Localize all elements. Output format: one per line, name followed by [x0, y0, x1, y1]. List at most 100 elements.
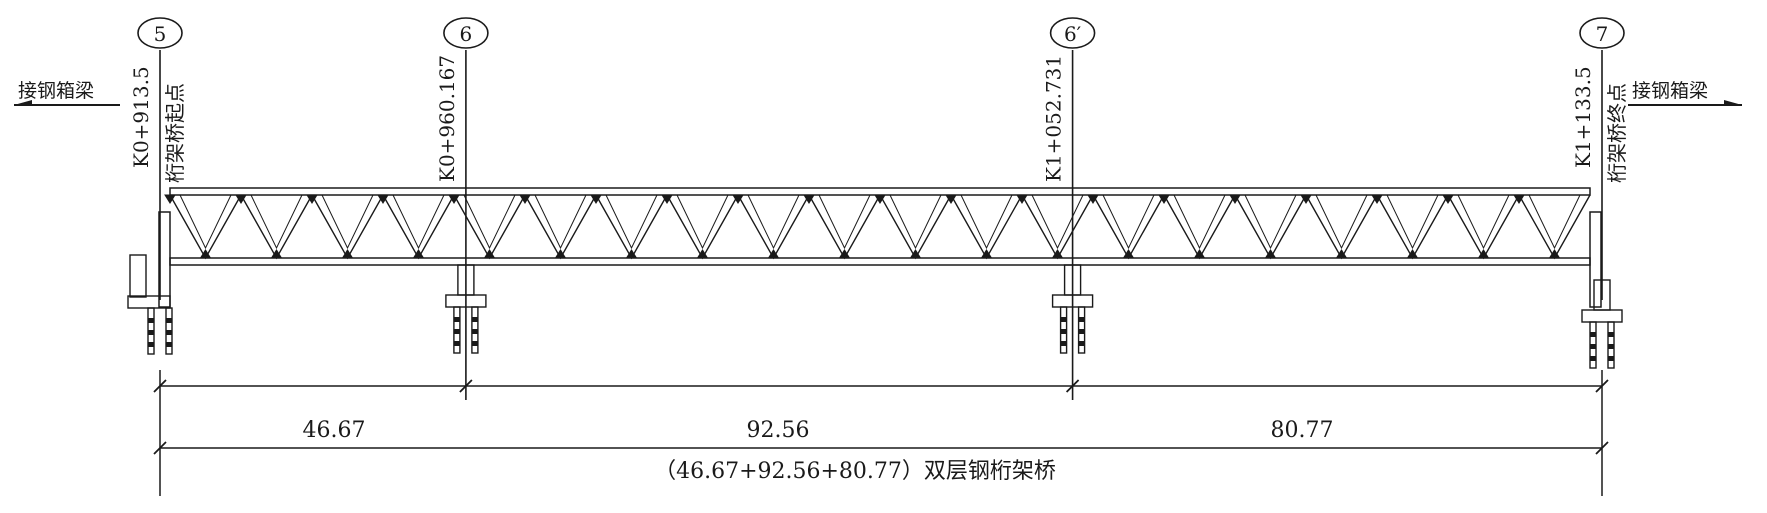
truss-node [1158, 194, 1170, 204]
truss-node [661, 194, 673, 204]
axis-number: 6 [460, 22, 473, 46]
truss-diagonal-inner [676, 194, 729, 250]
pier-mark [166, 330, 172, 335]
truss-node [1122, 249, 1135, 259]
axis-bubble [137, 17, 183, 49]
piers [127, 254, 1623, 369]
truss-node [235, 194, 247, 204]
axis-note: 桁架桥起点 [163, 83, 187, 183]
truss-node [874, 194, 886, 204]
truss-node [412, 249, 425, 259]
truss-node [696, 249, 709, 259]
axis-station: K0+913.5 [129, 66, 153, 168]
truss-node [306, 194, 318, 204]
pier-mark [1608, 332, 1614, 337]
pier-mark [148, 330, 154, 335]
truss-node [1016, 194, 1028, 204]
truss-diagonal-inner [1457, 194, 1510, 250]
pier-mark [1608, 356, 1614, 361]
pier-mark [1060, 341, 1067, 346]
dimension-tick [1595, 379, 1609, 393]
truss-diagonal-inner [392, 194, 445, 250]
left-connection: 接钢箱梁 [14, 80, 120, 106]
span-label-3: 80.77 [1271, 418, 1334, 443]
axis-number: 7 [1596, 22, 1609, 46]
axis-number: 6′ [1064, 22, 1082, 46]
truss-diagonal-inner [463, 194, 516, 250]
truss-diagonal-inner [1315, 194, 1368, 250]
truss-diagonal-inner [250, 194, 303, 250]
pier [1051, 264, 1094, 354]
left-connection-label: 接钢箱梁 [18, 80, 94, 102]
truss [158, 187, 1602, 308]
pier-mark [1060, 329, 1067, 334]
pier-mark [1078, 317, 1085, 322]
pier [445, 264, 487, 354]
truss-node [1264, 249, 1277, 259]
truss-node [1193, 249, 1206, 259]
truss-node [164, 194, 176, 204]
truss-node [448, 194, 460, 204]
pier-mark [1590, 356, 1596, 361]
truss-node [1371, 194, 1383, 204]
truss-node [1300, 194, 1312, 204]
pier [1581, 279, 1623, 369]
left-end-block [158, 211, 171, 308]
pier-mark [1060, 317, 1067, 322]
dimension-tick [153, 379, 167, 393]
truss-node [1229, 194, 1241, 204]
span-label-1: 46.67 [303, 418, 366, 443]
dimension-tick [1595, 441, 1609, 455]
truss-diagonal-inner [534, 194, 587, 250]
pier-mark [1078, 341, 1085, 346]
right-connection: 接钢箱梁 [1628, 80, 1742, 106]
truss-node [1513, 194, 1525, 204]
truss-node [767, 249, 780, 259]
truss-diagonal-inner [179, 194, 232, 250]
truss-node [554, 249, 567, 259]
dimension-lines [159, 370, 1603, 496]
pier-mark [166, 342, 172, 347]
truss-node [945, 194, 957, 204]
bottom-chord [169, 257, 1591, 266]
truss-node [909, 249, 922, 259]
truss-node [1087, 194, 1099, 204]
truss-node [199, 249, 212, 259]
pier-mark [453, 329, 460, 334]
truss-diagonal-inner [889, 194, 942, 250]
pier-mark [453, 317, 460, 322]
truss-diagonal-inner [1102, 194, 1155, 250]
truss-diagonal-inner [1173, 194, 1226, 250]
truss-diagonal-inner [1386, 194, 1439, 250]
axis-number: 5 [154, 22, 167, 46]
total-span-label: （46.67+92.56+80.77）双层钢桁架桥 [654, 459, 1056, 484]
span-label-2: 92.56 [747, 418, 810, 443]
truss-diagonal-inner [1244, 194, 1297, 250]
truss-diagonal-inner [321, 194, 374, 250]
axis-station: K1+133.5 [1571, 66, 1595, 168]
truss-node [1335, 249, 1348, 259]
pier-mark [453, 341, 460, 346]
truss-web [164, 194, 1591, 260]
pier-mark [1608, 344, 1614, 349]
pier [127, 254, 173, 355]
pier-mark [471, 329, 478, 334]
truss-node [625, 249, 638, 259]
right-end-block [1589, 211, 1602, 308]
truss-node [732, 194, 744, 204]
truss-node [1548, 249, 1561, 259]
truss-diagonal-inner [818, 194, 871, 250]
truss-diagonal-inner [1528, 194, 1581, 250]
dimension-tick [459, 379, 473, 393]
axis-bubble [1579, 17, 1625, 49]
truss-node [519, 194, 531, 204]
axis-station: K1+052.731 [1042, 55, 1066, 182]
truss-node [1477, 249, 1490, 259]
truss-node [341, 249, 354, 259]
axis-bubble [1049, 17, 1096, 49]
truss-diagonal-inner [747, 194, 800, 250]
dimension-tick [153, 441, 167, 455]
right-connection-label: 接钢箱梁 [1632, 80, 1708, 102]
